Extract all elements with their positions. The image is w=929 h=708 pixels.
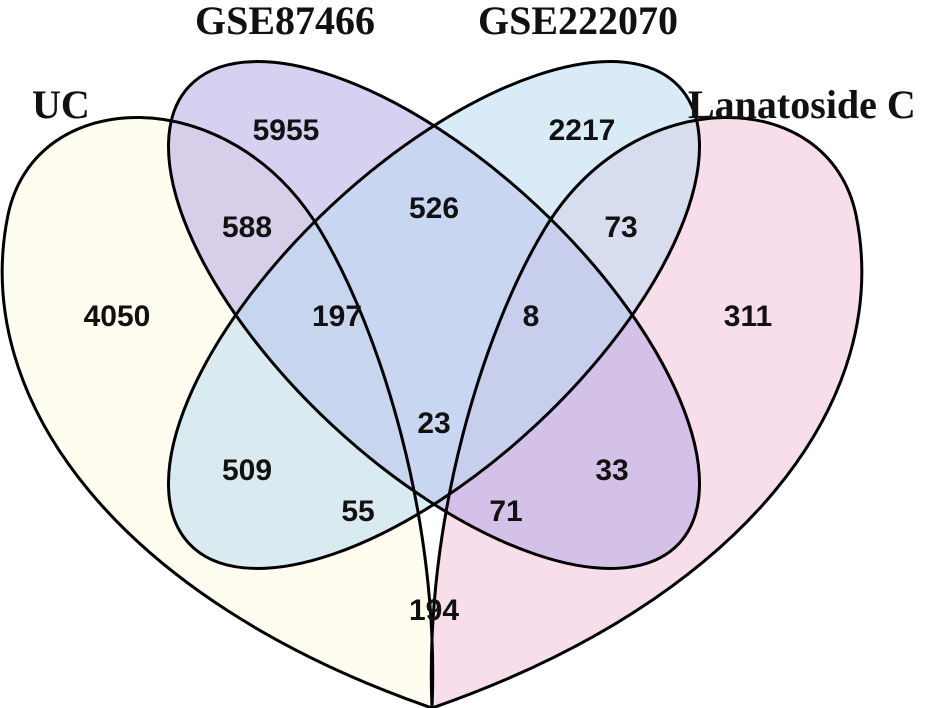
set-fills [2, 61, 862, 708]
gse222070-set-outline [166, 60, 702, 570]
count-lanatoside-c-only: 311 [724, 300, 772, 333]
lanatoside-c-label: Lanatoside C [688, 82, 916, 127]
count-gse87466-lanatoside-c: 33 [595, 454, 628, 487]
count-uc-gse87466-lanatoside-c: 71 [489, 495, 522, 528]
gse87466-label: GSE87466 [195, 0, 375, 43]
count-gse222070-only: 2217 [549, 114, 616, 147]
set-outlines [0, 60, 864, 708]
count-gse222070-lanatoside-c: 73 [604, 211, 637, 244]
count-all-four: 23 [417, 407, 450, 440]
gse87466-set-outline [166, 60, 702, 570]
count-uc-gse87466: 588 [222, 211, 272, 244]
count-uc-gse87466-gse222070: 197 [312, 300, 362, 333]
region-counts: 4050 5955 2217 311 588 526 73 197 8 23 5… [84, 114, 773, 627]
uc-set-outline [0, 116, 435, 708]
count-uc-lanatoside-c: 194 [409, 594, 459, 627]
count-gse87466-gse222070-lanatoside-c: 8 [523, 300, 540, 333]
lanatoside-c-set-outline [429, 116, 864, 708]
gse222070-label: GSE222070 [478, 0, 678, 43]
count-uc-only: 4050 [84, 300, 151, 333]
uc-label: UC [32, 82, 90, 127]
count-uc-gse222070-lanatoside-c: 55 [341, 495, 374, 528]
count-gse87466-only: 5955 [253, 114, 320, 147]
count-gse87466-gse222070: 526 [409, 192, 459, 225]
count-uc-gse222070: 509 [222, 454, 272, 487]
gse222070-set-fill [168, 61, 700, 569]
